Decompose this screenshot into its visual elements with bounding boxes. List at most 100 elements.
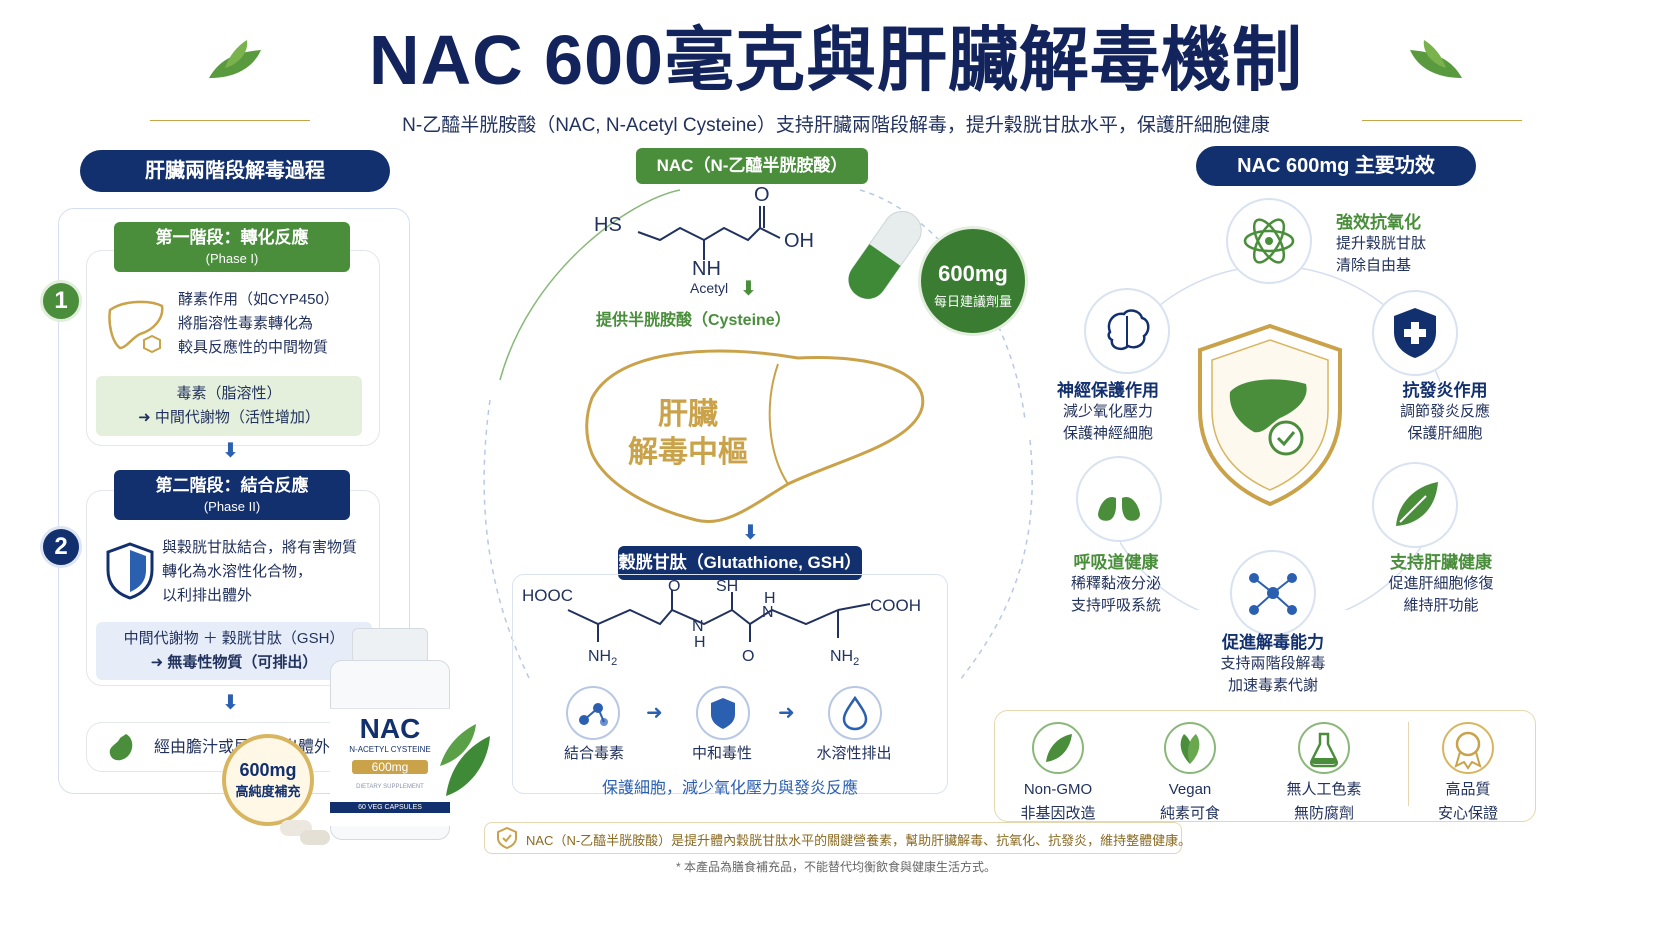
bottle-label: NAC N-ACETYL CYSTEINE 600mg DIETARY SUPP… [330,708,450,826]
loose-capsule-2 [300,830,330,845]
daily-dose-badge: 600mg 每日建議劑量 [918,226,1028,336]
nac-molecule-diagram [637,206,781,260]
nac-down-arrow-icon: ⬇ [740,278,757,300]
footer-disclaimer: * 本產品為膳食補充品，不能替代均衡飲食與健康生活方式。 [675,860,996,874]
gsh-atom-cooh: COOH [870,596,921,615]
provide-cysteine-text: 提供半胱胺酸（Cysteine） [596,312,791,329]
subtitle-rule-left [150,120,310,121]
phase2-reaction-box: 中間代謝物 ＋ 穀胱甘肽（GSH） ➜ 無毒性物質（可排出） [96,622,372,680]
step-bind-toxin: 結合毒素 [563,745,624,762]
bottle-cap [352,628,428,664]
main-benefits-heading: NAC 600mg 主要功效 [1196,146,1476,186]
phase2-number: 2 [40,526,82,568]
nac-atom-o: O [754,184,770,206]
benefit-anti-inflammatory: 抗發炎作用 調節發炎反應 保護肝細胞 [1399,381,1490,442]
gsh-atom-sh: SH [716,578,739,595]
molecule-network-icon [1230,550,1316,636]
phase1-reaction-line1: 毒素（脂溶性） [176,385,282,402]
gsh-atom-n1: N [692,618,704,635]
phase1-down-arrow-icon: ⬇ [222,440,239,462]
footer-note: NAC（N-乙醯半胱胺酸）是提升體內穀胱甘肽水平的關鍵營養素，幫助肝臟解毒、抗氧… [526,833,1192,848]
liver-icon [585,349,925,523]
benefit-antioxidant: 強效抗氧化 提升穀胱甘肽 清除自由基 [1336,213,1427,274]
atom-icon [1226,198,1312,284]
phase2-down-arrow-icon: ⬇ [222,692,239,714]
gallbladder-icon [109,734,133,761]
bottle-brand: NAC [359,713,421,744]
water-drop-icon [828,686,882,740]
non-gmo-leaf-icon [1032,722,1084,774]
bottle-capsules: 60 VEG CAPSULES [330,802,450,813]
phase1-reaction-line2: ➜ 中間代謝物（活性增加） [138,409,320,426]
quality-badges-panel [994,710,1536,822]
liver-outline-icon [108,300,164,354]
bottle-product-name: N-ACETYL CYSTEINE [349,745,431,754]
capsule-icon [848,210,922,300]
step-excrete: 水溶性排出 [816,745,892,762]
page-subtitle: N-乙醯半胱胺酸（NAC, N-Acetyl Cysteine）支持肝臟兩階段解… [402,115,1270,136]
phase1-sub: (Phase I) [205,251,259,266]
liver-down-arrow-icon: ⬇ [742,522,759,544]
lungs-icon [1076,456,1162,542]
nac-atom-nh: NH [692,258,721,280]
gsh-atom-hooc: HOOC [522,586,573,605]
phase2-reaction-line1: 中間代謝物 ＋ 穀胱甘肽（GSH） [123,630,345,647]
bottle-dose: 600mg [352,760,428,774]
nac-atom-acetyl: Acetyl [690,280,729,296]
nac-atom-oh: OH [784,230,814,252]
gsh-atom-h2: H [764,590,776,607]
phase1-reaction-box: 毒素（脂溶性） ➜ 中間代謝物（活性增加） [96,376,362,436]
leaf-right-icon [1410,40,1462,78]
leaf-icon [1372,462,1458,548]
phase1-title: 第一階段：轉化反應 [155,228,309,247]
subtitle-rule-right [1362,120,1522,121]
benefit-detox: 促進解毒能力 支持兩階段解毒 加速毒素代謝 [1220,633,1326,694]
step1-arrow-icon: ➜ [646,702,663,724]
gsh-atom-nh2-left: NH2 [588,648,618,669]
benefit-respiratory: 呼吸道健康 稀釋黏液分泌 支持呼吸系統 [1070,553,1161,614]
daily-dose-value: 600mg [938,261,1008,286]
quality-medal-icon [1442,722,1494,774]
gsh-panel [512,574,948,794]
footer-shield-icon [497,827,517,849]
step2-arrow-icon: ➜ [778,702,795,724]
nac-label: NAC（N-乙醯半胱胺酸） [636,148,868,184]
gsh-atom-nh2-right: NH2 [830,648,860,669]
quality-divider [1408,722,1409,806]
gsh-atom-o2: O [742,648,755,665]
bind-toxin-icon [566,686,620,740]
benefit-neuroprotection: 神經保護作用 減少氧化壓力 保護神經細胞 [1057,381,1159,442]
gsh-molecule-diagram [567,590,871,642]
bottle-supplement: DIETARY SUPPLEMENT [356,784,424,790]
footer-note-box [484,822,1182,854]
leaf-left-icon [209,40,261,78]
phase2-title: 第二階段：結合反應 [155,476,309,495]
purity-badge-label: 高純度補充 [235,784,301,799]
detox-process-heading: 肝臟兩階段解毒過程 [80,150,390,192]
phase2-description: 與穀胱甘肽結合，將有害物質轉化為水溶性化合物，以利排出體外 [162,539,358,604]
neutralize-shield-icon [696,686,750,740]
phase2-title-box: 第二階段：結合反應 (Phase II) [114,470,350,520]
protect-cells-text: 保護細胞，減少氧化壓力與發炎反應 [601,780,858,797]
badge-no-additives: 無人工色素無防腐劑 [1286,781,1362,822]
liver-label: 肝臟解毒中樞 [628,398,748,469]
phase1-number: 1 [40,280,82,322]
gsh-atom-h1: H [694,634,706,651]
purity-badge-dose: 600mg [239,760,297,780]
gsh-atom-o1: O [668,578,681,595]
flask-icon [1298,722,1350,774]
brain-icon [1084,288,1170,374]
daily-dose-label: 每日建議劑量 [933,294,1012,309]
purity-badge: 600mg 高純度補充 [222,734,314,826]
step-neutralize: 中和毒性 [691,745,752,762]
liver-shield-icon [1198,323,1342,507]
medical-shield-icon [1372,290,1458,376]
benefit-liver-health: 支持肝臟健康 促進肝細胞修復 維持肝功能 [1388,553,1494,614]
shield-icon [106,542,154,600]
gsh-atom-n2: N [762,604,774,621]
bottle-leaf-icon [440,724,490,796]
vegan-leaf-icon [1164,722,1216,774]
nac-atom-hs: HS [594,214,622,236]
